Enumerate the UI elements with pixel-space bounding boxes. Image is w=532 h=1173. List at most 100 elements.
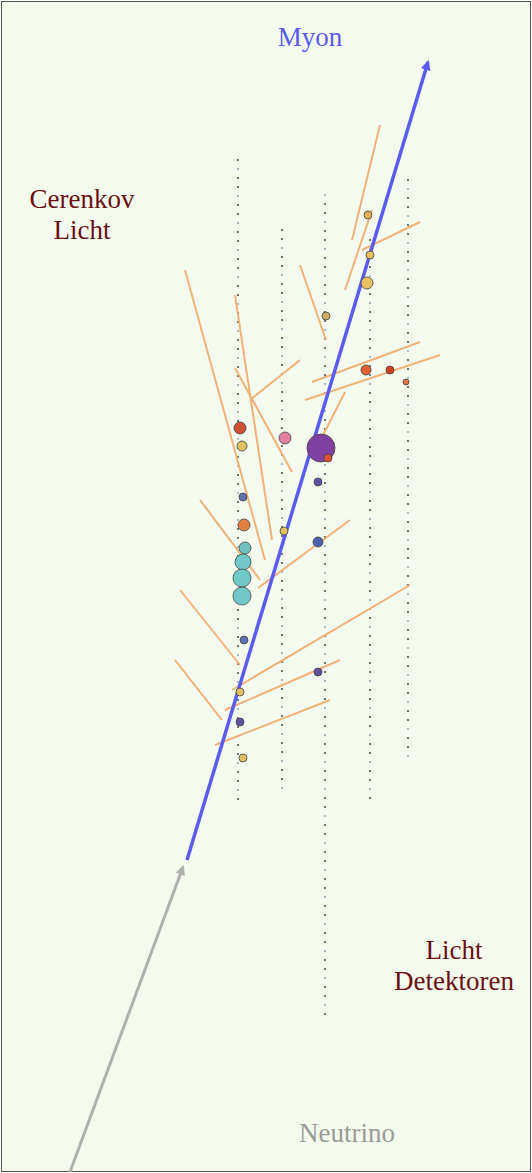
optical-module	[281, 355, 283, 357]
optical-module	[407, 629, 409, 631]
optical-module	[281, 625, 283, 627]
optical-module	[281, 427, 283, 429]
optical-module	[237, 258, 239, 260]
optical-module	[281, 382, 283, 384]
optical-module	[407, 611, 409, 613]
optical-module	[407, 377, 409, 379]
optical-module	[281, 607, 283, 609]
optical-module	[281, 364, 283, 366]
optical-module	[369, 311, 371, 313]
optical-module	[237, 771, 239, 773]
optical-module	[237, 240, 239, 242]
optical-module	[369, 536, 371, 538]
optical-module	[281, 535, 283, 537]
optical-module	[407, 719, 409, 721]
optical-module	[369, 653, 371, 655]
optical-module	[237, 537, 239, 539]
optical-module	[324, 806, 326, 808]
optical-module	[237, 231, 239, 233]
optical-module	[324, 356, 326, 358]
optical-module	[324, 878, 326, 880]
optical-module	[407, 431, 409, 433]
optical-module	[369, 671, 371, 673]
optical-module	[281, 328, 283, 330]
optical-module	[324, 788, 326, 790]
optical-module	[324, 581, 326, 583]
optical-module	[407, 692, 409, 694]
optical-module	[281, 715, 283, 717]
optical-module	[407, 467, 409, 469]
optical-module	[407, 269, 409, 271]
optical-module	[369, 581, 371, 583]
optical-module	[237, 276, 239, 278]
optical-module	[324, 365, 326, 367]
optical-module	[324, 482, 326, 484]
optical-module	[407, 179, 409, 181]
optical-module	[407, 539, 409, 541]
optical-module	[324, 239, 326, 241]
optical-module	[369, 437, 371, 439]
optical-module	[324, 752, 326, 754]
optical-module	[281, 787, 283, 789]
optical-module	[324, 329, 326, 331]
optical-module	[281, 310, 283, 312]
optical-module	[237, 393, 239, 395]
optical-module	[281, 283, 283, 285]
optical-module	[407, 305, 409, 307]
optical-module	[281, 733, 283, 735]
optical-module	[237, 501, 239, 503]
optical-module	[407, 215, 409, 217]
optical-module	[281, 463, 283, 465]
optical-module	[281, 499, 283, 501]
optical-module	[369, 554, 371, 556]
optical-module	[281, 697, 283, 699]
optical-module	[369, 239, 371, 241]
optical-module	[407, 656, 409, 658]
optical-module	[407, 359, 409, 361]
optical-module	[407, 485, 409, 487]
optical-module	[324, 707, 326, 709]
optical-module	[237, 249, 239, 251]
optical-module	[407, 494, 409, 496]
optical-module	[237, 348, 239, 350]
optical-module	[281, 778, 283, 780]
optical-module	[237, 519, 239, 521]
optical-module	[369, 266, 371, 268]
optical-module	[407, 323, 409, 325]
optical-module	[369, 329, 371, 331]
optical-module	[369, 698, 371, 700]
optical-module	[369, 509, 371, 511]
optical-module	[237, 609, 239, 611]
optical-module	[281, 652, 283, 654]
optical-module	[324, 248, 326, 250]
optical-module	[281, 769, 283, 771]
optical-module	[237, 267, 239, 269]
optical-module	[281, 679, 283, 681]
optical-module	[407, 620, 409, 622]
optical-module	[237, 330, 239, 332]
optical-module	[324, 743, 326, 745]
optical-module	[407, 638, 409, 640]
optical-module	[369, 617, 371, 619]
optical-module	[281, 391, 283, 393]
optical-module	[369, 779, 371, 781]
optical-module	[407, 683, 409, 685]
optical-module	[324, 626, 326, 628]
optical-module	[324, 473, 326, 475]
optical-module	[407, 593, 409, 595]
optical-module	[324, 833, 326, 835]
optical-module	[369, 464, 371, 466]
optical-module	[281, 400, 283, 402]
optical-module	[407, 224, 409, 226]
optical-module	[407, 287, 409, 289]
optical-module	[407, 566, 409, 568]
optical-module	[237, 204, 239, 206]
optical-module	[281, 337, 283, 339]
optical-module	[369, 401, 371, 403]
optical-module	[407, 206, 409, 208]
optical-module	[407, 422, 409, 424]
optical-module	[324, 617, 326, 619]
optical-module	[369, 635, 371, 637]
optical-module	[237, 789, 239, 791]
